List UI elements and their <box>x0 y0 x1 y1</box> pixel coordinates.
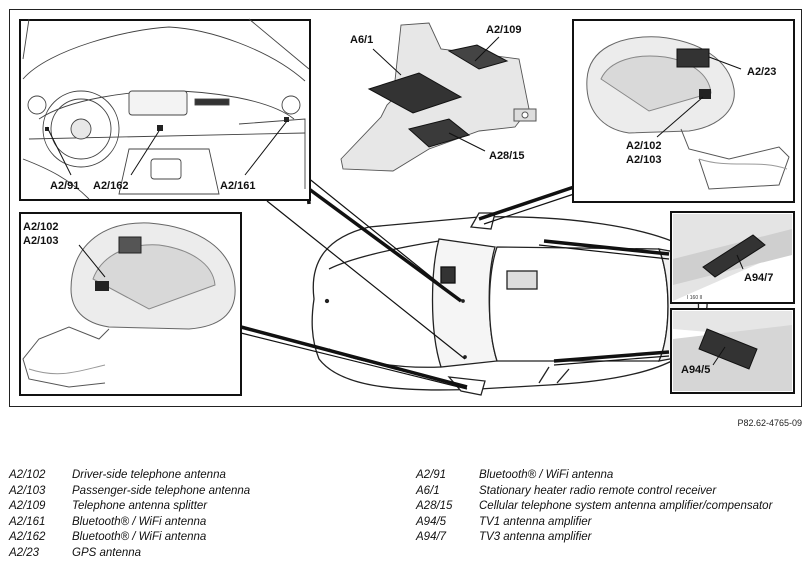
legend-description: GPS antenna <box>72 546 142 559</box>
legend-row: A2/23 GPS antenna <box>9 546 250 562</box>
legend-description: Telephone antenna splitter <box>72 500 208 513</box>
scale-marker: I 160 II <box>687 295 702 301</box>
legend-code: A94/7 <box>416 531 447 544</box>
callout-a2-162: A2/162 <box>93 180 128 192</box>
legend-row: A94/5 TV1 antenna amplifier <box>416 515 772 531</box>
legend-row: A2/162 Bluetooth® / WiFi antenna <box>9 530 250 546</box>
legend-row: A2/103 Passenger-side telephone antenna <box>9 484 250 500</box>
callout-roof-a2-103: A2/103 <box>626 154 661 166</box>
inset-tv3-amplifier: A94/7 I 160 II <box>670 211 795 304</box>
amplifier-assembly: A6/1 A2/109 A28/15 <box>340 22 537 172</box>
legend-description: Cellular telephone system antenna amplif… <box>479 500 773 513</box>
legend-code: A2/23 <box>9 546 40 559</box>
legend-description: Passenger-side telephone antenna <box>72 484 251 497</box>
callout-a28-15: A28/15 <box>489 150 524 162</box>
callout-mirror-a2-102: A2/102 <box>23 221 58 233</box>
legend-description: TV3 antenna amplifier <box>479 531 592 544</box>
callout-mirror-a2-103: A2/103 <box>23 235 58 247</box>
inset-roof-antenna: A2/23 A2/102 A2/103 <box>572 19 795 203</box>
legend-code: A94/5 <box>416 515 447 528</box>
legend-row: A2/102 Driver-side telephone antenna <box>9 468 250 484</box>
legend-description: Stationary heater radio remote control r… <box>479 484 717 497</box>
legend-description: Bluetooth® / WiFi antenna <box>72 531 207 544</box>
legend-code: A2/161 <box>9 515 46 528</box>
legend-description: Bluetooth® / WiFi antenna <box>479 469 614 481</box>
callout-a2-23: A2/23 <box>747 66 776 78</box>
callout-a2-109: A2/109 <box>486 24 521 36</box>
legend-row: A2/109 Telephone antenna splitter <box>9 499 250 515</box>
legend-row: A6/1 Stationary heater radio remote contr… <box>416 484 772 500</box>
leader-lines <box>240 176 670 390</box>
legend-code: A2/162 <box>9 531 46 544</box>
legend-description: Driver-side telephone antenna <box>72 469 226 481</box>
legend-code: A2/91 <box>416 469 447 481</box>
callout-a2-161: A2/161 <box>220 180 255 192</box>
callout-a94-5: A94/5 <box>681 364 710 376</box>
inset-mirror-antenna: A2/102 A2/103 <box>19 212 242 396</box>
legend-code: A6/1 <box>416 484 440 497</box>
legend-row: A2/161 Bluetooth® / WiFi antenna <box>9 515 250 531</box>
document-reference: P82.62-4765-09 <box>737 418 802 428</box>
legend-row: A2/91 Bluetooth® / WiFi antenna <box>416 468 772 484</box>
legend-code: A2/103 <box>9 484 46 497</box>
callout-roof-a2-102: A2/102 <box>626 140 661 152</box>
legend-description: TV1 antenna amplifier <box>479 515 592 528</box>
legend-code: A28/15 <box>416 500 453 513</box>
callout-a6-1: A6/1 <box>350 34 373 46</box>
callout-a2-91: A2/91 <box>50 180 79 192</box>
legend-description: Bluetooth® / WiFi antenna <box>72 515 207 528</box>
legend-row: A94/7 TV3 antenna amplifier <box>416 530 772 546</box>
legend-code: A2/109 <box>9 500 46 513</box>
antenna-locations-diagram: A2/91 A2/162 A2/161 A6/1 A2/109 A28/15 A… <box>9 9 802 407</box>
callout-a94-7: A94/7 <box>744 272 773 284</box>
legend-code: A2/102 <box>9 469 46 481</box>
inset-interior: A2/91 A2/162 A2/161 <box>19 18 311 201</box>
vehicle-top-view <box>311 212 708 396</box>
inset-tv1-amplifier: A94/5 <box>670 308 795 394</box>
legend-row: A28/15 Cellular telephone system antenna … <box>416 499 772 515</box>
